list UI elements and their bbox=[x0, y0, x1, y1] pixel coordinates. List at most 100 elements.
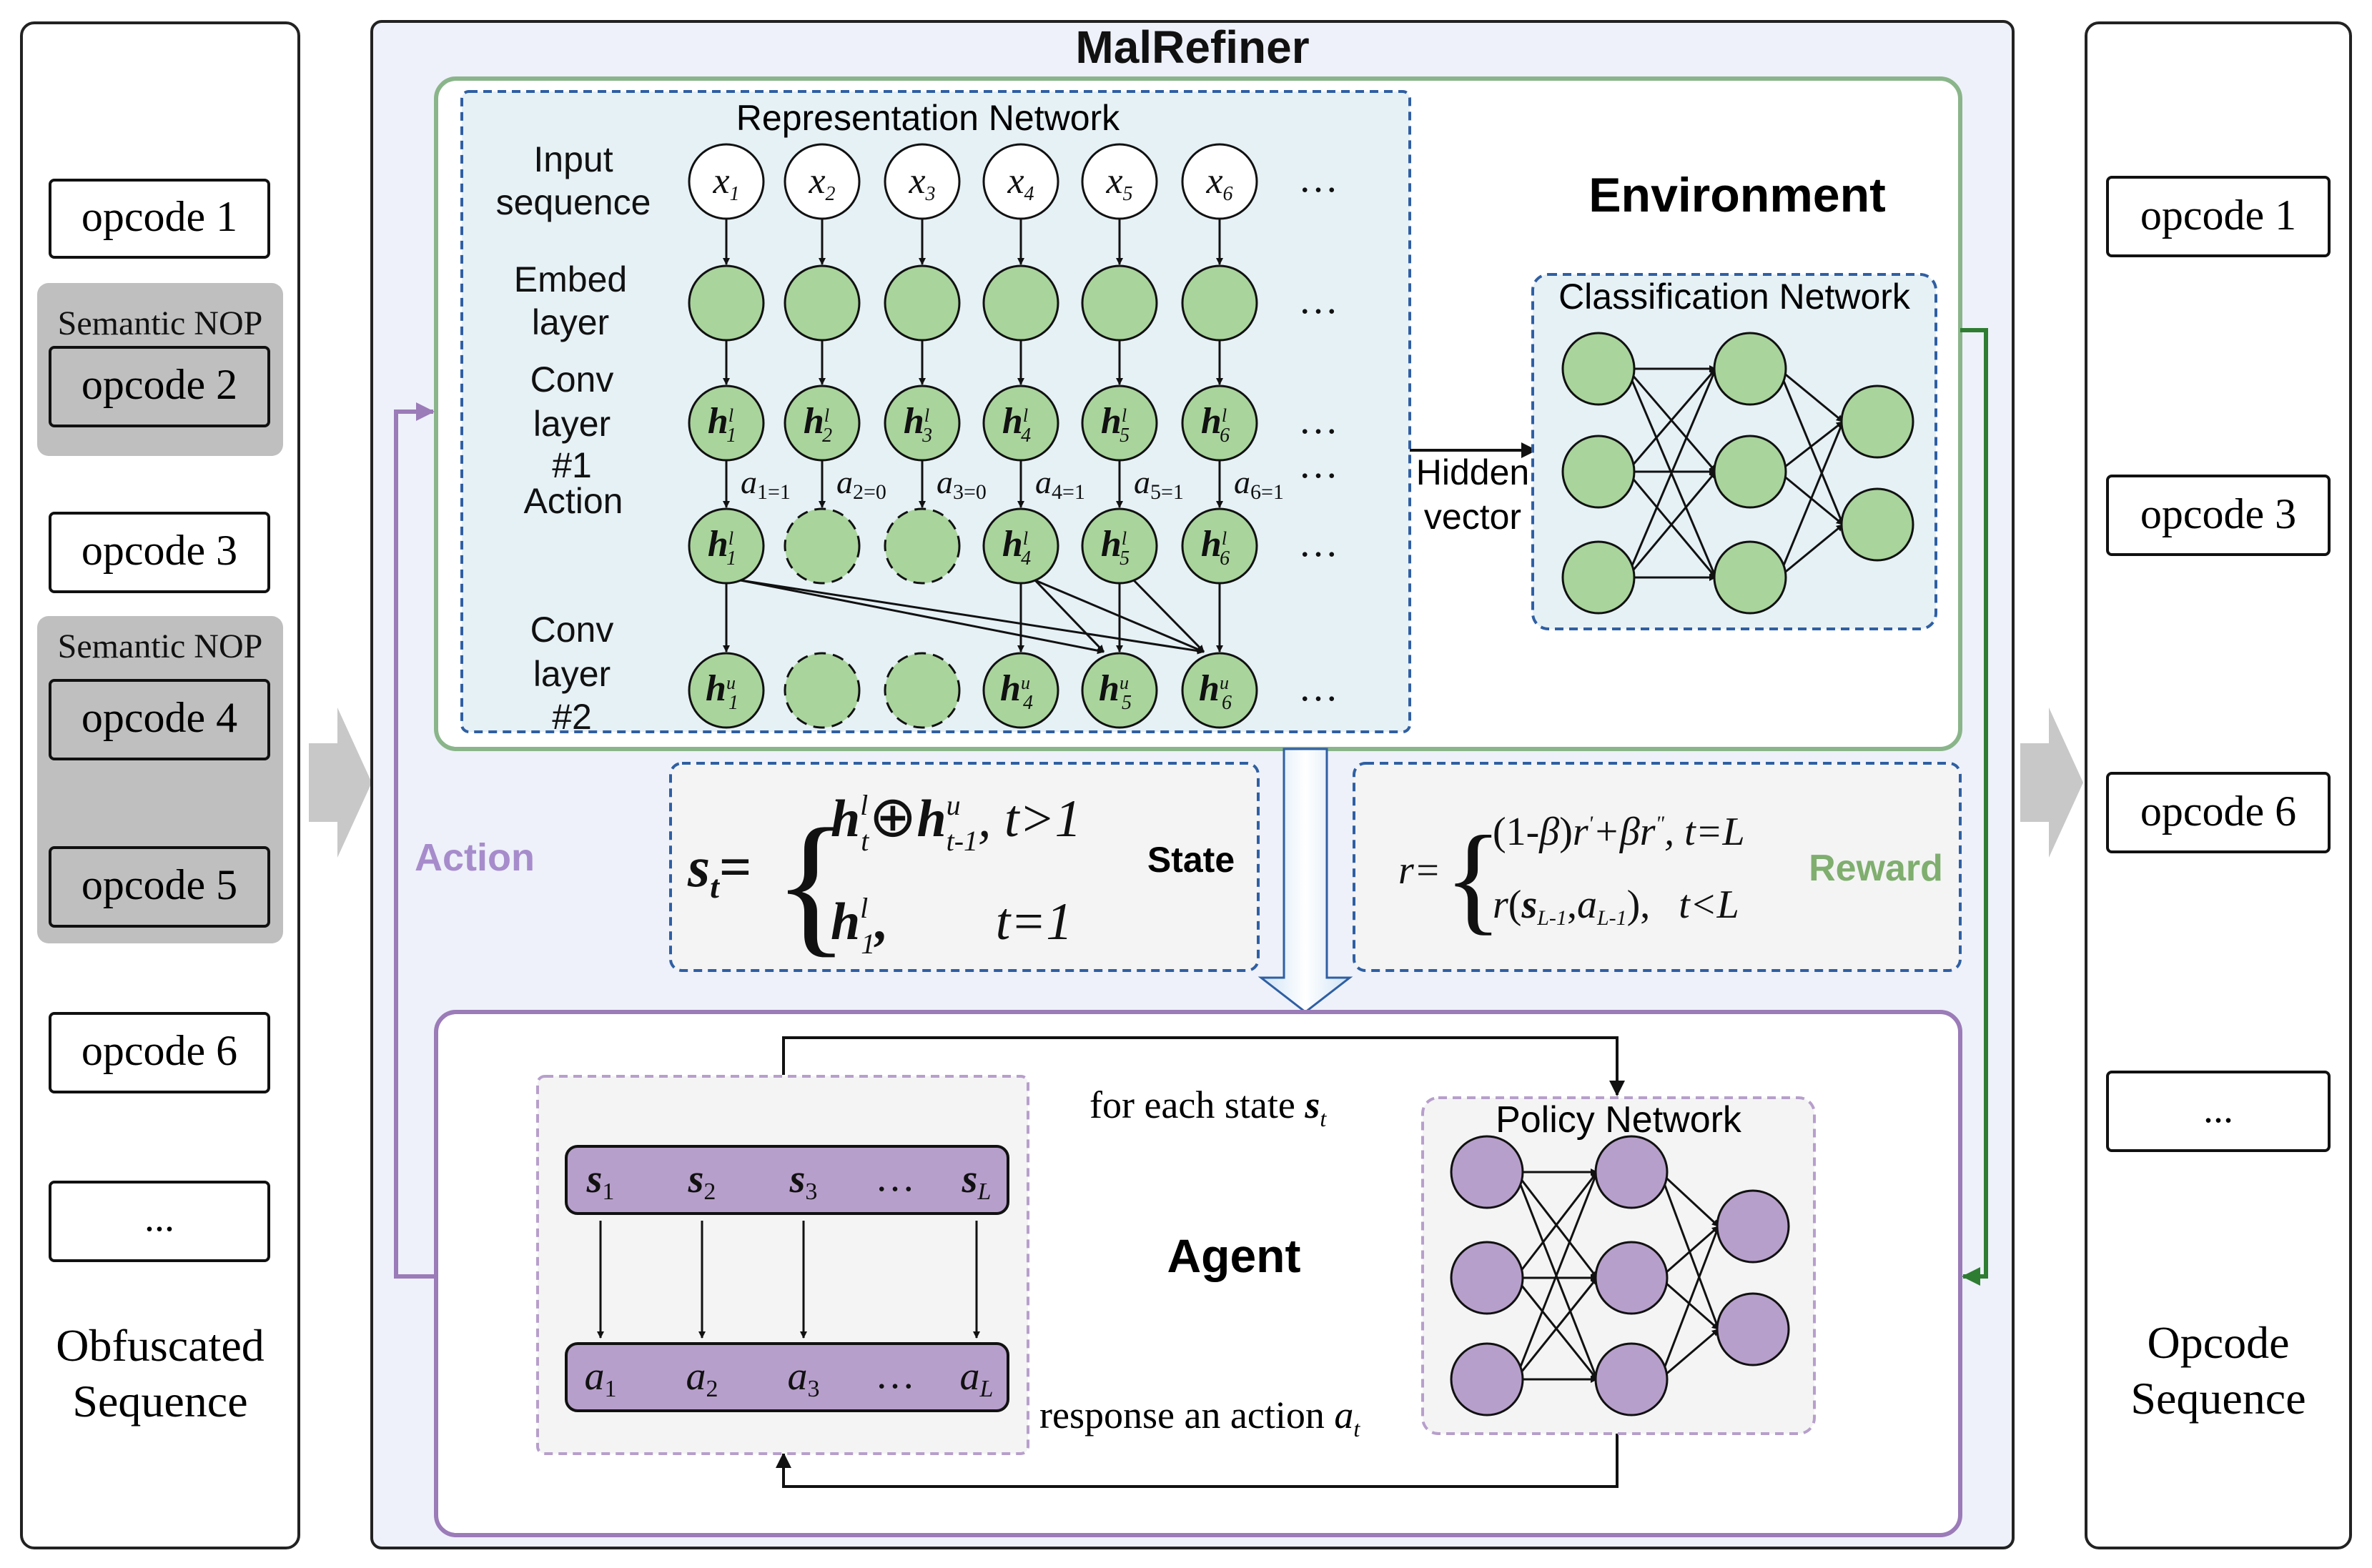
embed-node bbox=[1181, 264, 1258, 342]
action-item: a3 bbox=[788, 1354, 820, 1402]
embed-node bbox=[784, 264, 861, 342]
row-label-conv1: #1 bbox=[552, 445, 592, 485]
svg-text:(1-β)r'+βr", t=L: (1-β)r'+βr", t=L bbox=[1493, 810, 1745, 854]
semantic-nop-label-2: Semantic NOP bbox=[58, 627, 263, 665]
hidden-vector-label: Hidden bbox=[1416, 452, 1529, 492]
representation-edges bbox=[723, 219, 1223, 655]
policy-edge bbox=[1659, 1171, 1720, 1330]
conv1-node bbox=[982, 384, 1059, 462]
for-each-state-text: for each state st bbox=[1089, 1083, 1327, 1131]
action-node-kept bbox=[1081, 507, 1158, 585]
action-value-label: a4=1 bbox=[1035, 464, 1085, 504]
row-label-conv2: layer bbox=[533, 654, 611, 694]
reward-flow-arrow bbox=[1960, 328, 1988, 1286]
svg-text:hlt⊕hut-1, t>1: hlt⊕hut-1, t>1 bbox=[831, 786, 1082, 857]
malrefiner-title: MalRefiner bbox=[1075, 21, 1309, 73]
policy-edge bbox=[1659, 1226, 1720, 1380]
input-node-label: x4 bbox=[1007, 161, 1034, 205]
opcode-sequence-panel: opcode 1 opcode 3 opcode 6 ... Opcode Se… bbox=[2085, 21, 2352, 1549]
state-label: State bbox=[1147, 840, 1235, 880]
obfuscated-sequence-panel: Semantic NOP Semantic NOP opcode 1 opcod… bbox=[20, 21, 300, 1549]
classification-node bbox=[1561, 540, 1636, 615]
embed-node bbox=[688, 264, 765, 342]
input-node bbox=[884, 143, 961, 220]
policy-node bbox=[1450, 1342, 1524, 1416]
conv2-node bbox=[688, 652, 765, 729]
obfuscated-caption: Obfuscated bbox=[56, 1320, 264, 1371]
representation-network-title: Representation Network bbox=[736, 98, 1120, 138]
policy-node bbox=[1450, 1135, 1524, 1209]
left-opcode-item: opcode 4 bbox=[81, 694, 237, 741]
state-item: s2 bbox=[688, 1157, 716, 1205]
ellipsis-label: … bbox=[1298, 665, 1338, 710]
policy-edge bbox=[1514, 1171, 1598, 1279]
action-value-label: a3=0 bbox=[937, 464, 987, 504]
input-node bbox=[1081, 143, 1158, 220]
action-item: a1 bbox=[585, 1354, 617, 1402]
sequence-ellipsis: … bbox=[875, 1156, 915, 1200]
state-item: s3 bbox=[789, 1157, 818, 1205]
state-item: s1 bbox=[586, 1157, 615, 1205]
policy-node bbox=[1450, 1241, 1524, 1315]
svg-text:{: { bbox=[774, 796, 849, 971]
row-label-embed: Embed bbox=[514, 259, 627, 299]
svg-text:st=: st= bbox=[687, 836, 752, 905]
input-node bbox=[688, 143, 765, 220]
classification-node bbox=[1561, 332, 1636, 406]
conv1-node bbox=[688, 384, 765, 462]
policy-network-title: Policy Network bbox=[1496, 1099, 1742, 1141]
obfuscated-caption: Sequence bbox=[72, 1376, 247, 1426]
opcode-sequence-caption: Sequence bbox=[2130, 1373, 2306, 1424]
input-node-label: x2 bbox=[808, 161, 835, 205]
state-sequence-bar bbox=[565, 1145, 1009, 1215]
svg-text:r=: r= bbox=[1398, 848, 1441, 893]
input-node-label: x1 bbox=[712, 161, 739, 205]
conv1-node bbox=[784, 384, 861, 462]
classification-node bbox=[1713, 435, 1787, 509]
policy-node bbox=[1594, 1135, 1669, 1209]
state-item: sL bbox=[962, 1157, 992, 1205]
conv1-node bbox=[1081, 384, 1158, 462]
classification-edge bbox=[1626, 368, 1717, 472]
conv2-node bbox=[982, 652, 1059, 729]
action-label: Action bbox=[415, 836, 535, 879]
state-to-policy-arrow bbox=[782, 1036, 1625, 1096]
edge-action-conv2 bbox=[1034, 579, 1105, 653]
action-flow-arrow bbox=[394, 402, 436, 1279]
classification-edge bbox=[1626, 368, 1717, 578]
classification-node bbox=[1840, 384, 1914, 459]
left-opcode-item: opcode 3 bbox=[81, 527, 237, 574]
ellipsis-label: … bbox=[1298, 157, 1338, 201]
right-opcode-item: opcode 1 bbox=[2140, 192, 2296, 239]
semantic-nop-label-1: Semantic NOP bbox=[58, 304, 263, 342]
ellipsis-label: … bbox=[1298, 442, 1338, 487]
flow-arrow-right bbox=[2020, 708, 2083, 858]
action-value-label: a2=0 bbox=[836, 464, 886, 504]
classification-network-title: Classification Network bbox=[1558, 277, 1911, 317]
conv2-node-empty bbox=[884, 652, 961, 729]
policy-to-action-arrow bbox=[776, 1434, 1619, 1488]
right-opcode-item: opcode 6 bbox=[2140, 788, 2296, 835]
policy-network-graph bbox=[1450, 1135, 1790, 1416]
state-formula-box bbox=[669, 762, 1260, 972]
row-label-embed: layer bbox=[532, 302, 609, 342]
conv2-node bbox=[1181, 652, 1258, 729]
action-sequence-bar bbox=[565, 1342, 1009, 1412]
input-node-label: x6 bbox=[1205, 161, 1232, 205]
action-value-label: a6=1 bbox=[1234, 464, 1284, 504]
flow-arrow-left bbox=[309, 708, 372, 858]
embed-node bbox=[982, 264, 1059, 342]
classification-edge bbox=[1778, 367, 1844, 423]
policy-edge bbox=[1514, 1171, 1598, 1380]
state-flow-arrow bbox=[1257, 748, 1353, 1013]
